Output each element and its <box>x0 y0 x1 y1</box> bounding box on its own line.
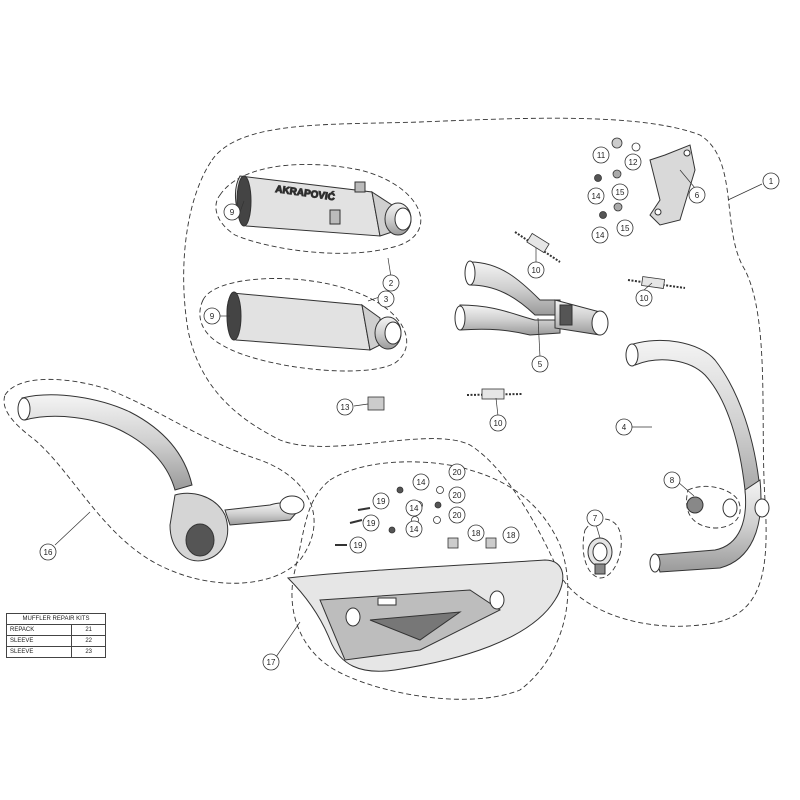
svg-text:12: 12 <box>629 158 638 167</box>
callout-19-b: 19 <box>362 514 380 532</box>
svg-text:14: 14 <box>410 525 419 534</box>
callout-18-a: 18 <box>467 524 485 542</box>
kit-number: 22 <box>71 635 106 647</box>
svg-text:10: 10 <box>640 294 649 303</box>
kit-table-row: REPACK 21 <box>5 624 106 636</box>
kit-table-title: MUFFLER REPAIR KITS <box>6 613 106 625</box>
callout-14-c: 14 <box>412 473 430 491</box>
outline-muffler-lower <box>199 278 408 372</box>
callout-1: 1 <box>762 172 780 190</box>
outline-assembly-1 <box>183 117 767 627</box>
svg-text:18: 18 <box>472 529 481 538</box>
callout-9-lower: 9 <box>203 307 221 325</box>
svg-text:7: 7 <box>593 514 598 523</box>
svg-text:1: 1 <box>769 177 774 186</box>
outline-clamp-7 <box>582 518 622 579</box>
svg-text:16: 16 <box>44 548 53 557</box>
callout-4: 4 <box>615 418 633 436</box>
svg-text:20: 20 <box>453 468 462 477</box>
callout-19-c: 19 <box>349 536 367 554</box>
callout-14-b: 14 <box>591 226 609 244</box>
outline-header-left <box>3 379 315 584</box>
kit-number: 21 <box>71 624 106 636</box>
callouts: 1 2 3 4 5 6 7 8 9 9 10 10 10 11 12 13 14… <box>39 146 780 671</box>
callout-10-b: 10 <box>635 289 653 307</box>
callout-2: 2 <box>382 274 400 292</box>
muffler-lower <box>226 291 402 351</box>
kit-number: 23 <box>71 646 106 658</box>
callout-14-e: 14 <box>405 520 423 538</box>
header-left <box>17 394 305 562</box>
svg-text:14: 14 <box>592 192 601 201</box>
svg-text:14: 14 <box>410 504 419 513</box>
callout-10-c: 10 <box>489 414 507 432</box>
kit-name: SLEEVE <box>5 646 73 658</box>
callout-9-upper: 9 <box>223 203 241 221</box>
callout-19-a: 19 <box>372 492 390 510</box>
svg-text:20: 20 <box>453 491 462 500</box>
callout-12: 12 <box>624 153 642 171</box>
svg-text:18: 18 <box>507 531 516 540</box>
svg-text:9: 9 <box>210 312 215 321</box>
callout-6: 6 <box>688 186 706 204</box>
callout-14-d: 14 <box>405 499 423 517</box>
hardware <box>335 137 686 549</box>
callout-15-a: 15 <box>611 183 629 201</box>
link-pipe <box>454 260 609 336</box>
callout-20-b: 20 <box>448 486 466 504</box>
callout-13: 13 <box>336 398 354 416</box>
kit-table-row: SLEEVE 22 <box>5 635 106 647</box>
callout-20-a: 20 <box>448 463 466 481</box>
bracket <box>649 144 696 226</box>
svg-text:14: 14 <box>417 478 426 487</box>
clamp <box>587 537 613 575</box>
kit-name: REPACK <box>5 624 73 636</box>
kit-table-row: SLEEVE 23 <box>5 646 106 658</box>
svg-text:8: 8 <box>670 476 675 485</box>
outline-header-pipe-8 <box>686 486 741 529</box>
svg-text:13: 13 <box>341 403 350 412</box>
callout-7: 7 <box>586 509 604 527</box>
svg-text:19: 19 <box>377 497 386 506</box>
kit-name: SLEEVE <box>5 635 73 647</box>
svg-text:19: 19 <box>367 519 376 528</box>
svg-text:20: 20 <box>453 511 462 520</box>
callout-3: 3 <box>377 290 395 308</box>
kit-table-header-row: MUFFLER REPAIR KITS <box>6 613 106 625</box>
svg-text:19: 19 <box>354 541 363 550</box>
svg-text:14: 14 <box>596 231 605 240</box>
header-right <box>625 339 770 573</box>
svg-text:10: 10 <box>494 419 503 428</box>
callout-14-a: 14 <box>587 187 605 205</box>
callout-15-b: 15 <box>616 219 634 237</box>
svg-text:15: 15 <box>616 188 625 197</box>
callout-5: 5 <box>531 355 549 373</box>
callout-11: 11 <box>592 146 610 164</box>
svg-text:4: 4 <box>622 423 627 432</box>
svg-text:5: 5 <box>538 360 543 369</box>
callout-18-b: 18 <box>502 526 520 544</box>
callout-8: 8 <box>663 471 681 489</box>
muffler-upper: AKRAPOVIĆ <box>234 175 412 237</box>
callout-16: 16 <box>39 543 57 561</box>
svg-text:10: 10 <box>532 266 541 275</box>
svg-text:6: 6 <box>695 191 700 200</box>
svg-text:9: 9 <box>230 208 235 217</box>
callout-10-a: 10 <box>527 261 545 279</box>
heat-shield <box>286 559 564 672</box>
svg-text:3: 3 <box>384 295 389 304</box>
svg-text:11: 11 <box>597 151 606 160</box>
svg-text:15: 15 <box>621 224 630 233</box>
outline-muffler-upper <box>215 163 422 254</box>
callout-20-c: 20 <box>448 506 466 524</box>
svg-text:17: 17 <box>267 658 276 667</box>
callout-17: 17 <box>262 653 280 671</box>
muffler-repair-kits-table: MUFFLER REPAIR KITS REPACK 21 SLEEVE 22 … <box>5 613 106 658</box>
leader-lines <box>54 169 763 658</box>
svg-text:2: 2 <box>389 279 394 288</box>
